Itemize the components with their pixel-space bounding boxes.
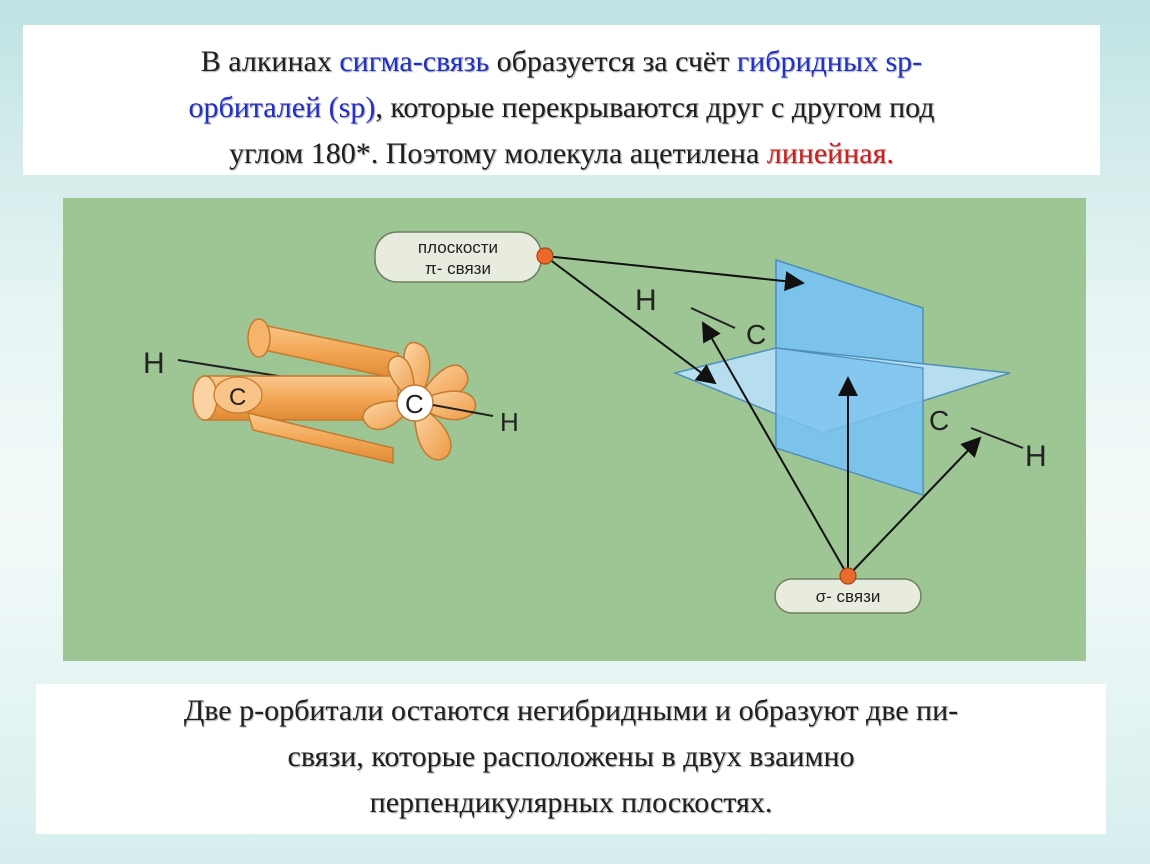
- sigma-label: σ- связи: [774, 567, 922, 614]
- bottom-text-line-3: перпендикулярных плоскостях.: [369, 786, 773, 819]
- label-c-left: C: [229, 384, 246, 411]
- sigma-label-point: [839, 567, 857, 585]
- top-text-line-2: орбиталей (sp), которые перекрываются др…: [188, 91, 935, 124]
- carbon-atom-right: [396, 384, 434, 422]
- sigma-bond-term: сигма-связь: [339, 45, 490, 78]
- label-h-bottom: H: [1025, 440, 1047, 473]
- orbital-model: H C C H: [143, 318, 519, 464]
- label-h-top: H: [635, 284, 657, 317]
- linear-term: линейная.: [766, 137, 894, 170]
- arrow-pi-vertical: [544, 255, 805, 292]
- arrow-sigma-upper-c: [702, 321, 849, 577]
- bottom-text-line-2: связи, которые расположены в двух взаимн…: [287, 740, 855, 773]
- top-text-line-1: В алкинах сигма-связь образуется за счёт…: [200, 45, 923, 78]
- pi-label-line-1: плоскости: [418, 238, 498, 257]
- hybrid-term: гибридных sp-: [736, 45, 923, 78]
- p-orbital-top: [250, 322, 401, 379]
- arrow-pi-horizontal: [544, 255, 717, 385]
- planes-model: H C C H: [544, 255, 1047, 577]
- pi-label-point: [536, 247, 554, 265]
- pi-planes-label: плоскости π- связи: [374, 231, 554, 283]
- top-text-box: В алкинах сигма-связь образуется за счёт…: [23, 25, 1100, 175]
- label-h-left: H: [143, 347, 165, 380]
- diagram-canvas: H C C H H C C H: [143, 231, 1047, 614]
- pi-label-line-2: π- связи: [425, 259, 491, 278]
- bottom-text-box: Две р-орбитали остаются негибридными и о…: [36, 684, 1106, 834]
- bottom-text-line-1: Две р-орбитали остаются негибридными и о…: [183, 694, 959, 727]
- arrow-sigma-lower-c: [847, 436, 982, 577]
- label-c-bottom: C: [929, 405, 949, 436]
- p-orbital-bottom: [246, 411, 394, 464]
- bond-line-right: [432, 404, 494, 417]
- label-c-center: C: [405, 389, 424, 419]
- label-h-right: H: [500, 407, 519, 437]
- top-text-line-3: углом 180*. Поэтому молекула ацетилена л…: [229, 137, 894, 170]
- sp-orbitals-term: орбиталей (sp): [188, 91, 376, 124]
- label-c-top: C: [746, 319, 766, 350]
- acetylene-diagram: H C C H H C C H: [63, 198, 1086, 661]
- sigma-label-text: σ- связи: [816, 587, 881, 606]
